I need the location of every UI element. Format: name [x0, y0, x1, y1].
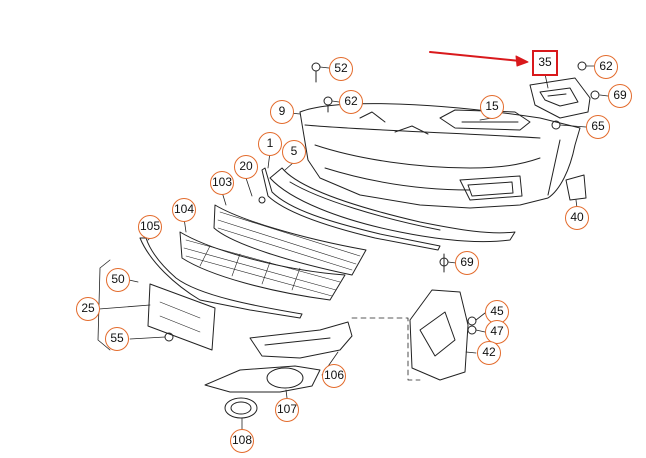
- mounting-bracket: [529, 77, 591, 119]
- callout-9[interactable]: 9: [270, 100, 294, 124]
- callout-25[interactable]: 25: [76, 297, 100, 321]
- callout-69[interactable]: 69: [455, 251, 479, 275]
- callout-55[interactable]: 55: [105, 327, 129, 351]
- callout-47[interactable]: 47: [485, 320, 509, 344]
- callout-107[interactable]: 107: [275, 398, 299, 422]
- callout-105[interactable]: 105: [138, 215, 162, 239]
- callout-62[interactable]: 62: [594, 55, 618, 79]
- callout-40[interactable]: 40: [565, 206, 589, 230]
- fog-light-ring: [224, 397, 258, 419]
- callout-20[interactable]: 20: [234, 155, 258, 179]
- callout-52[interactable]: 52: [329, 57, 353, 81]
- fog-light-cover-left: [249, 321, 353, 359]
- bumper-cover: [299, 103, 581, 209]
- callout-50[interactable]: 50: [106, 268, 130, 292]
- callout-103[interactable]: 103: [210, 171, 234, 195]
- callout-15[interactable]: 15: [480, 95, 504, 119]
- upper-grille: [213, 204, 367, 276]
- small-deflector: [565, 174, 587, 201]
- grille-frame: [139, 237, 303, 319]
- trim-strip: [261, 167, 441, 251]
- lower-grille: [179, 231, 346, 301]
- highlight-arrow: [429, 51, 529, 67]
- callout-106[interactable]: 106: [322, 364, 346, 388]
- lower-spoiler: [269, 167, 516, 243]
- callout-69[interactable]: 69: [608, 84, 632, 108]
- callout-35-highlighted[interactable]: 35: [532, 50, 558, 76]
- callout-108[interactable]: 108: [230, 429, 254, 453]
- callout-1[interactable]: 1: [258, 132, 282, 156]
- side-bracket: [409, 289, 469, 381]
- callout-42[interactable]: 42: [477, 341, 501, 365]
- callout-5[interactable]: 5: [282, 140, 306, 164]
- callout-65[interactable]: 65: [586, 115, 610, 139]
- fog-light-cover-right: [204, 365, 321, 393]
- callout-104[interactable]: 104: [172, 198, 196, 222]
- callout-62[interactable]: 62: [339, 90, 363, 114]
- license-plate-holder: [97, 259, 216, 351]
